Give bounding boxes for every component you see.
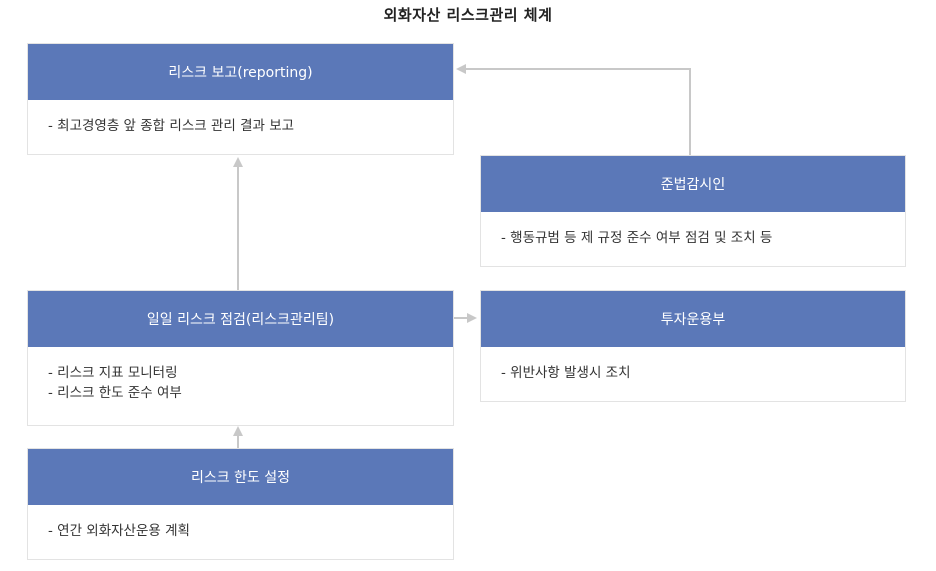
daily-check-body: - 리스크 지표 모니터링 - 리스크 한도 준수 여부 xyxy=(28,347,453,419)
compliance-body: - 행동규범 등 제 규정 준수 여부 점검 및 조치 등 xyxy=(481,212,905,264)
investment-header: 투자운용부 xyxy=(481,291,905,347)
arrowhead-to-reporting-right xyxy=(456,64,466,74)
connector-compliance-to-reporting xyxy=(464,68,691,155)
daily-check-box: 일일 리스크 점검(리스크관리팀) - 리스크 지표 모니터링 - 리스크 한도… xyxy=(27,290,454,426)
investment-line: - 위반사항 발생시 조치 xyxy=(501,365,631,381)
reporting-line: - 최고경영층 앞 종합 리스크 관리 결과 보고 xyxy=(48,118,295,134)
investment-body: - 위반사항 발생시 조치 xyxy=(481,347,905,399)
limit-setting-header: 리스크 한도 설정 xyxy=(28,449,453,505)
reporting-box: 리스크 보고(reporting) - 최고경영층 앞 종합 리스크 관리 결과… xyxy=(27,43,454,155)
compliance-line: - 행동규범 등 제 규정 준수 여부 점검 및 조치 등 xyxy=(501,230,773,246)
arrowhead-to-investment xyxy=(467,313,477,323)
limit-setting-box: 리스크 한도 설정 - 연간 외화자산운용 계획 xyxy=(27,448,454,560)
compliance-header: 준법감시인 xyxy=(481,156,905,212)
limit-setting-body: - 연간 외화자산운용 계획 xyxy=(28,505,453,557)
diagram-title: 외화자산 리스크관리 체계 xyxy=(383,6,553,24)
compliance-box: 준법감시인 - 행동규범 등 제 규정 준수 여부 점검 및 조치 등 xyxy=(480,155,906,267)
arrowhead-to-reporting-bottom xyxy=(233,157,243,167)
reporting-body: - 최고경영층 앞 종합 리스크 관리 결과 보고 xyxy=(28,100,453,152)
daily-check-line-2: - 리스크 한도 준수 여부 xyxy=(48,385,182,401)
daily-check-header: 일일 리스크 점검(리스크관리팀) xyxy=(28,291,453,347)
limit-setting-line: - 연간 외화자산운용 계획 xyxy=(48,523,190,539)
arrowhead-to-daily xyxy=(233,426,243,436)
daily-check-line-1: - 리스크 지표 모니터링 xyxy=(48,365,178,381)
investment-box: 투자운용부 - 위반사항 발생시 조치 xyxy=(480,290,906,402)
reporting-header: 리스크 보고(reporting) xyxy=(28,44,453,100)
